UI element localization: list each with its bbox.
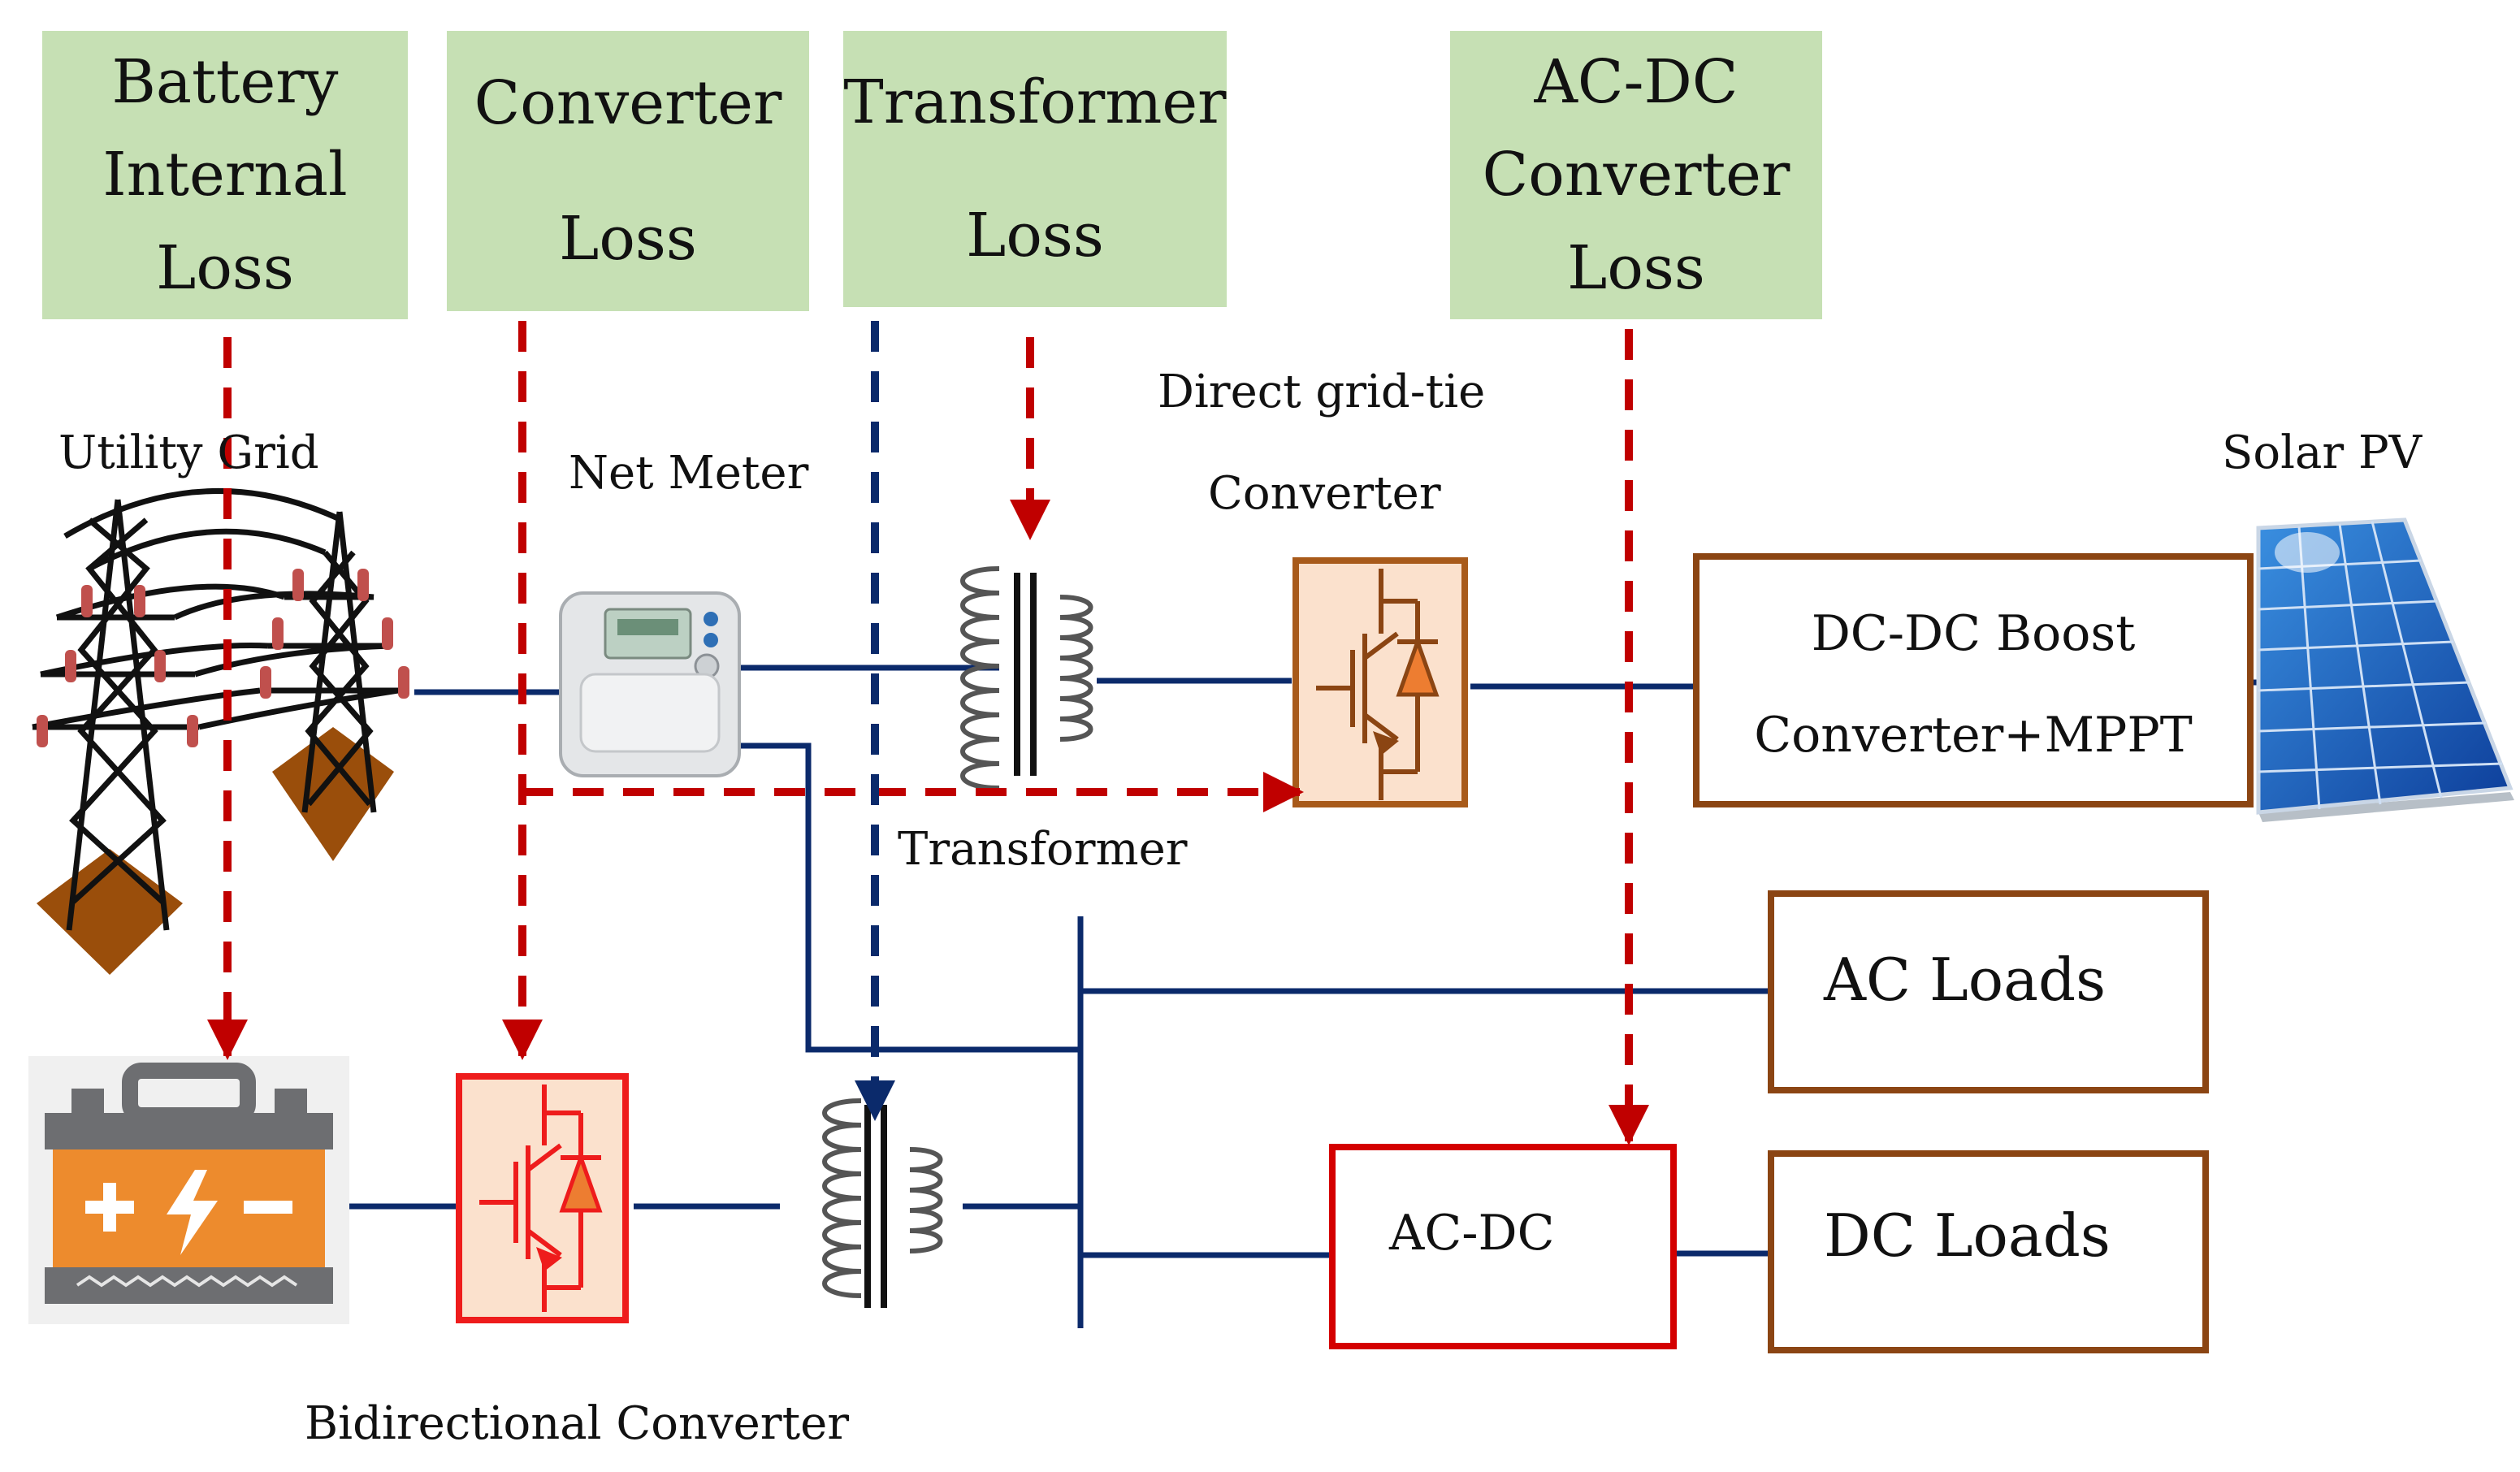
converter-loss-line-1: Converter — [474, 68, 782, 139]
acdc-converter-loss-box: AC-DC Converter Loss — [1450, 31, 1822, 319]
transformer-loss-line-1: Transformer — [843, 67, 1227, 137]
net-meter-label: Net Meter — [569, 447, 809, 500]
bus-lines — [329, 665, 2291, 1328]
acdc-converter-loss-line-2: Converter — [1482, 140, 1790, 210]
bidirectional-converter-icon — [456, 1073, 629, 1323]
direct-grid-tie-label-line-1: Direct grid-tie — [1158, 366, 1486, 418]
battery-icon — [28, 1056, 349, 1324]
battery-internal-loss-line-3: Loss — [156, 232, 294, 303]
converter-loss-line-2: Loss — [559, 203, 697, 274]
transformer-icon — [960, 566, 1093, 790]
dcdc-boost-label-line-1: DC-DC Boost — [1811, 605, 2136, 662]
transformer-loss-line-2: Loss — [966, 201, 1104, 271]
utility-grid-icon — [32, 487, 409, 975]
bidirectional-converter-label: Bidirectional Converter — [305, 1397, 849, 1450]
transformer-2-icon — [822, 1098, 943, 1308]
dc-loads-box — [1768, 1150, 2209, 1353]
solar-pv-label: Solar PV — [2222, 426, 2423, 479]
ac-loads-label: AC Loads — [1824, 946, 2106, 1014]
transformer-loss-box: Transformer Loss — [843, 31, 1227, 307]
acdc-label: AC-DC — [1389, 1205, 1555, 1262]
solar-pv-icon — [2256, 517, 2514, 822]
dc-loads-label: DC Loads — [1824, 1201, 2111, 1270]
transformer-label: Transformer — [898, 823, 1188, 876]
battery-internal-loss-line-2: Internal — [102, 140, 348, 210]
net-meter-icon — [559, 591, 741, 777]
direct-grid-tie-label-line-2: Converter — [1208, 467, 1441, 520]
converter-loss-box: Converter Loss — [447, 31, 809, 311]
acdc-converter-loss-line-3: Loss — [1567, 232, 1705, 303]
dcdc-boost-label-line-2: Converter+MPPT — [1754, 707, 2193, 764]
meter-to-ac-bus-line — [731, 742, 1080, 1053]
acdc-converter-loss-line-1: AC-DC — [1534, 47, 1738, 118]
dcdc-boost-box — [1693, 553, 2254, 807]
battery-internal-loss-line-1: Battery — [111, 47, 339, 118]
battery-internal-loss-box: Battery Internal Loss — [42, 31, 408, 319]
utility-grid-label: Utility Grid — [58, 426, 319, 479]
acdc-box — [1329, 1144, 1677, 1349]
ac-loads-box — [1768, 890, 2209, 1093]
grid-tie-converter-icon — [1292, 557, 1468, 807]
